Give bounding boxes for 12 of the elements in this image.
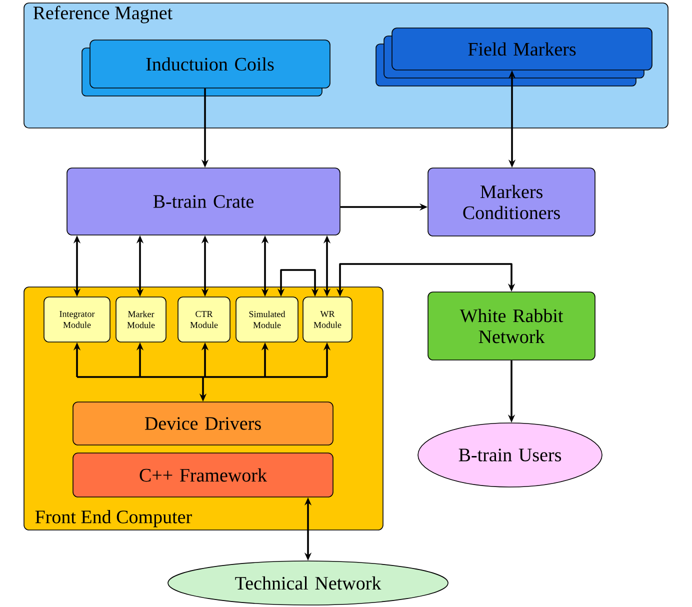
module-box: Simulated Module [236,296,298,342]
network-box: White Rabbit Network [428,292,596,360]
conditioner-box: Markers Conditioners [428,168,596,236]
marker-box: Field Markers [376,28,652,86]
module-box: CTR Module [178,296,230,342]
driver-box: Device Drivers [72,402,334,446]
module-box: WR Module [302,296,352,342]
module-box: Marker Module [116,296,166,342]
framework-box: C++ Framework [72,452,334,498]
coil-box: Inductuion Coils [82,40,330,96]
module-box: Integrator Module [44,296,110,342]
crate-box: B-train Crate [66,168,340,236]
